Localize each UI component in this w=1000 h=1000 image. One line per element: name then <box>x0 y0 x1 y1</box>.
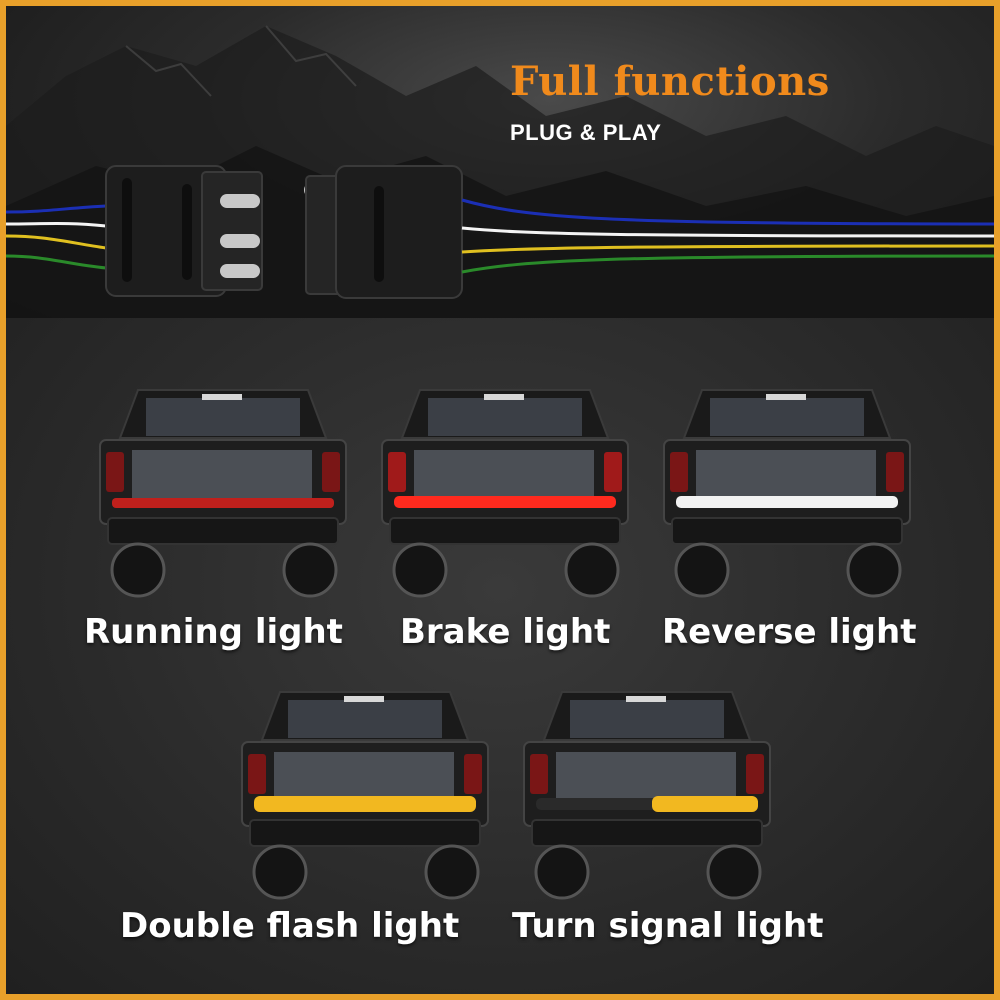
caption-running-light: Running light <box>84 612 343 652</box>
brake-light-bar <box>394 496 616 508</box>
page-title: Full functions <box>510 58 830 105</box>
plug-connector-icon <box>6 165 994 299</box>
pickup-truck-rear-icon <box>663 389 911 598</box>
running-light-bar <box>112 498 334 508</box>
caption-double-flash-light: Double flash light <box>120 906 460 946</box>
turn-signal-light-bar <box>652 796 758 812</box>
caption-turn-signal-light: Turn signal light <box>512 906 824 946</box>
reverse-light-bar <box>676 496 898 508</box>
caption-brake-light: Brake light <box>400 612 611 652</box>
pickup-truck-rear-icon <box>523 691 771 900</box>
truck-brake <box>381 389 629 598</box>
pickup-truck-rear-icon <box>241 691 489 900</box>
double-flash-light-bar <box>254 796 476 812</box>
hero-section: Full functions PLUG & PLAY <box>6 6 994 318</box>
truck-running <box>99 389 347 598</box>
truck-turn-signal <box>523 691 771 900</box>
caption-reverse-light: Reverse light <box>662 612 917 652</box>
pickup-truck-rear-icon <box>99 389 347 598</box>
page-subtitle: PLUG & PLAY <box>510 120 662 145</box>
pickup-truck-rear-icon <box>381 389 629 598</box>
truck-double-flash <box>241 691 489 900</box>
truck-reverse <box>663 389 911 598</box>
